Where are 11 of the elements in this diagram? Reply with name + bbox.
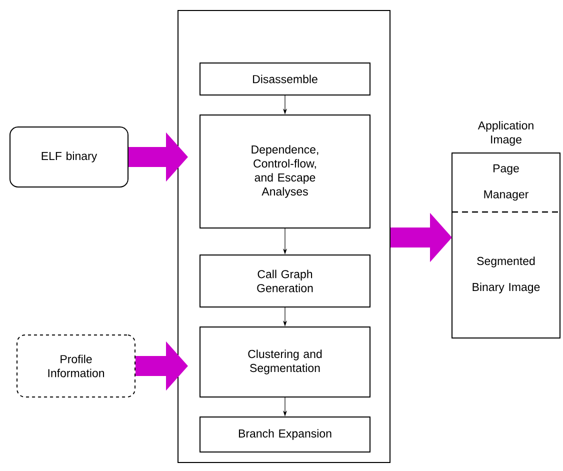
container-box <box>178 10 390 463</box>
input-box: ELF binary <box>10 126 128 188</box>
node-label: Application Image <box>478 121 534 146</box>
process-box: Clustering and Segmentation <box>200 326 370 398</box>
process-box: Disassemble <box>200 62 370 96</box>
section-text: Segmented Binary Image <box>472 256 540 294</box>
input-box: Profile Information <box>16 334 136 398</box>
section-text: Page Manager <box>484 164 528 201</box>
process-box: Dependence, Control-flow, and Escape Analyses <box>200 114 370 228</box>
process-box: Branch Expansion <box>200 416 370 452</box>
process-box: Call Graph Generation <box>200 254 370 308</box>
